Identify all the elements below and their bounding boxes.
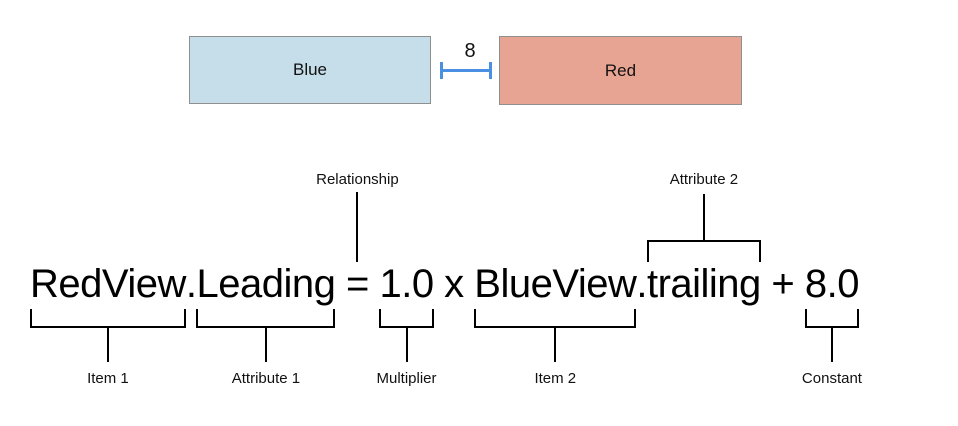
eq-text-multiplier: 1.0 [379, 262, 434, 306]
spacer [434, 190, 475, 262]
eq-text-equals: = [335, 262, 380, 306]
red-view-label: Red [604, 60, 637, 80]
label-constant: Constant [801, 370, 862, 387]
eq-seg-constant: 8.0 Constant [802, 190, 862, 387]
blue-view-label: Blue [292, 60, 328, 79]
eq-seg-item1: RedView Item 1 [30, 190, 186, 387]
eq-seg-dot1: . [186, 190, 197, 306]
eq-text-dot1: . [185, 262, 197, 306]
eq-text-constant: 8.0 [804, 262, 860, 306]
eq-seg-plus: + [761, 190, 805, 306]
eq-text-attribute2: trailing [646, 262, 761, 306]
label-attribute1: Attribute 1 [231, 370, 301, 387]
spacer [196, 190, 335, 262]
eq-text-attribute1: Leading [196, 262, 336, 306]
attribute2-pointer-zone [646, 190, 761, 262]
underbrace-item1 [30, 306, 186, 362]
eq-text-plus: + [760, 262, 805, 306]
label-item1: Item 1 [87, 370, 129, 387]
bracket-line [196, 309, 336, 328]
underbrace-constant [804, 306, 860, 362]
spacer [636, 190, 647, 262]
bracket-line [804, 309, 860, 328]
eq-text-item1: RedView [30, 262, 186, 306]
label-attribute2: Attribute 2 [669, 171, 739, 188]
spacing-indicator-line [443, 69, 489, 72]
red-view-box: Red [499, 36, 742, 105]
spacer [379, 190, 433, 262]
eq-seg-attribute2: trailing Attribute 2 [646, 171, 761, 306]
spacing-value-label: 8 [464, 40, 476, 62]
pointer-line [554, 328, 557, 362]
blue-view-box: Blue [189, 36, 431, 104]
eq-seg-relationship: = Relationship [316, 171, 399, 306]
spacing-indicator [440, 62, 492, 79]
bracket-line [30, 309, 186, 328]
eq-text-times: x [433, 262, 475, 306]
eq-seg-dot2: . [636, 190, 647, 306]
label-item2: Item 2 [534, 370, 577, 387]
pointer-line [356, 192, 359, 262]
eq-seg-times: x [434, 190, 475, 306]
eq-seg-multiplier: 1.0 Multiplier [376, 190, 436, 387]
spacer [186, 190, 197, 262]
pointer-line [702, 194, 705, 240]
eq-text-dot2: . [636, 262, 647, 306]
underbrace-multiplier [379, 306, 434, 362]
spacer [474, 190, 636, 262]
bracket-line [474, 309, 637, 328]
spacer [761, 190, 805, 262]
spacer [30, 190, 186, 262]
eq-seg-attribute1: Leading Attribute 1 [196, 190, 336, 387]
pointer-line [405, 328, 408, 362]
spacer [805, 190, 859, 262]
bracket-line [646, 240, 761, 262]
bracket-line [379, 309, 434, 328]
pointer-line [830, 328, 833, 362]
constraint-equation: RedView Item 1 . Leading Attribute 1 [30, 171, 862, 387]
label-relationship: Relationship [316, 171, 399, 188]
label-multiplier: Multiplier [376, 370, 437, 387]
pointer-line [106, 328, 109, 362]
eq-text-item2: BlueView [474, 262, 637, 306]
underbrace-attribute1 [196, 306, 336, 362]
eq-seg-item2: BlueView Item 2 [474, 190, 637, 387]
relationship-pointer-zone [335, 190, 379, 262]
pointer-line [264, 328, 267, 362]
underbrace-item2 [474, 306, 637, 362]
